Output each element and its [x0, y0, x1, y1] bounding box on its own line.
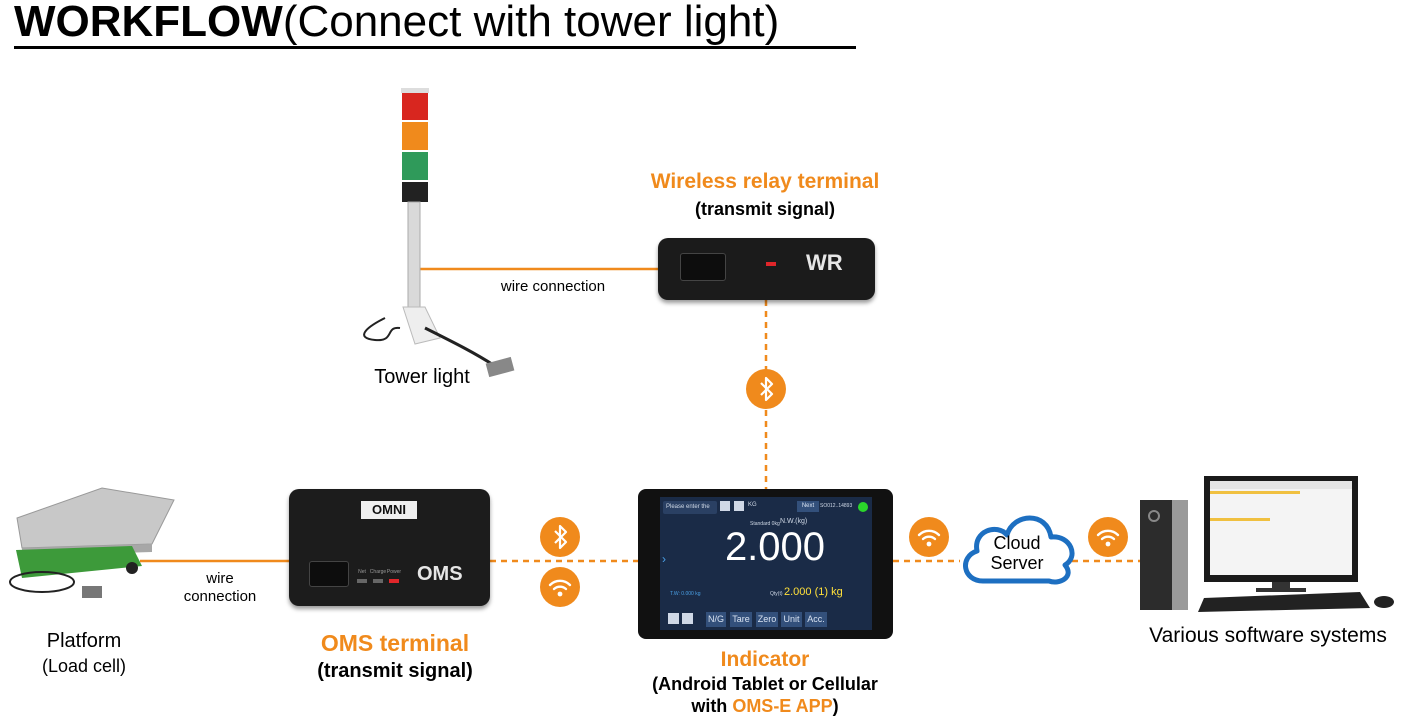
oms-led-charge [373, 579, 383, 583]
search-box[interactable]: Please enter the [663, 501, 717, 514]
nw-label: N.W.(kg) [780, 518, 808, 525]
tare-button[interactable]: Tare [730, 612, 752, 627]
cloud-icon [963, 515, 1075, 585]
oms-led-label-power: Power [386, 569, 402, 575]
wifi-badge-cloud-left [909, 517, 949, 557]
oms-device: OMNI Net Charge Power OMS [289, 489, 490, 606]
platform-label: Platform [46, 630, 122, 652]
oms-subtitle: (transmit signal) [317, 660, 473, 682]
platform-image [2, 486, 182, 606]
wr-device: WR [658, 238, 875, 300]
indicator-app-name: OMS-E APP [732, 696, 833, 716]
zero-button[interactable]: Zero [756, 612, 778, 627]
page-title: WORKFLOW(Connect with tower light) [14, 0, 779, 48]
bluetooth-icon [554, 524, 568, 550]
indicator-sub-prefix: with [691, 696, 733, 716]
wr-port [680, 253, 726, 281]
ng-button[interactable]: N/G [706, 612, 726, 627]
title-underline [14, 46, 856, 49]
qty-value: 2.000 (1) kg [784, 586, 843, 598]
wire-connection-bottom-line2: connection [183, 588, 257, 605]
printer-icon-2[interactable] [682, 613, 693, 624]
tower-light-label: Tower light [374, 366, 470, 388]
cloud-server: Cloud Server [955, 505, 1079, 589]
standard-label: Standard 0kg [750, 521, 780, 527]
platform-sublabel: (Load cell) [41, 656, 127, 676]
wr-title: Wireless relay terminal [650, 170, 880, 193]
indicator-title: Indicator [720, 648, 810, 671]
wifi-badge-oms [540, 567, 580, 607]
unit-label: KG [748, 502, 757, 508]
computer-image [1138, 474, 1400, 614]
weight-value: 2.000 [724, 525, 826, 569]
indicator-sub-suffix: ) [832, 696, 839, 716]
wire-connection-top-label: wire connection [500, 278, 606, 295]
wifi-badge-cloud-right [1088, 517, 1128, 557]
title-bold: WORKFLOW [14, 0, 283, 46]
qr-icon[interactable] [720, 501, 730, 511]
search-placeholder: Please enter the [666, 504, 710, 510]
wifi-icon [917, 529, 941, 547]
oms-led-label-charge: Charge [369, 569, 387, 575]
left-arrow-icon[interactable]: › [662, 552, 666, 566]
oms-led-net [357, 579, 367, 583]
title-normal: (Connect with tower light) [282, 0, 780, 46]
indicator-sub-line1: (Android Tablet or Cellular [652, 674, 878, 694]
wr-led [766, 262, 776, 266]
bluetooth-badge-oms [540, 517, 580, 557]
next-button[interactable]: Next [797, 501, 819, 512]
indicator-screen: Please enter the KG Next SO012..14893 St… [660, 497, 872, 630]
tw-label: T.W: 0.000 kg [670, 591, 701, 597]
oms-led-label-net: Net [358, 569, 366, 575]
tower-light-image [345, 88, 525, 378]
wifi-icon [548, 579, 572, 597]
wr-subtitle: (transmit signal) [694, 199, 836, 219]
software-label: Various software systems [1149, 624, 1387, 647]
unit-button[interactable]: Unit [781, 612, 802, 627]
status-dot [858, 502, 868, 512]
wire-connection-bottom-line1: wire [206, 570, 234, 587]
oms-logo: OMNI [372, 502, 406, 517]
qty-label: Qty(t) [770, 591, 783, 597]
oms-port [309, 561, 349, 587]
wifi-icon [1096, 529, 1120, 547]
oms-device-text: OMS [417, 563, 463, 585]
indicator-sub-line2: with OMS-E APP) [620, 696, 910, 717]
oms-led-power [389, 579, 399, 583]
order-number: SO012..14893 [820, 503, 853, 509]
bluetooth-badge-wr [746, 369, 786, 409]
oms-logo-label [361, 501, 417, 519]
acc-button[interactable]: Acc. [805, 612, 827, 627]
wr-device-text: WR [806, 250, 843, 275]
grid-icon[interactable] [734, 501, 744, 511]
printer-icon-1[interactable] [668, 613, 679, 624]
indicator-tablet: Please enter the KG Next SO012..14893 St… [638, 489, 893, 639]
cloud-line2: Server [990, 553, 1044, 573]
oms-title: OMS terminal [320, 630, 470, 656]
bluetooth-icon [760, 376, 774, 402]
cloud-line1: Cloud [993, 533, 1041, 553]
